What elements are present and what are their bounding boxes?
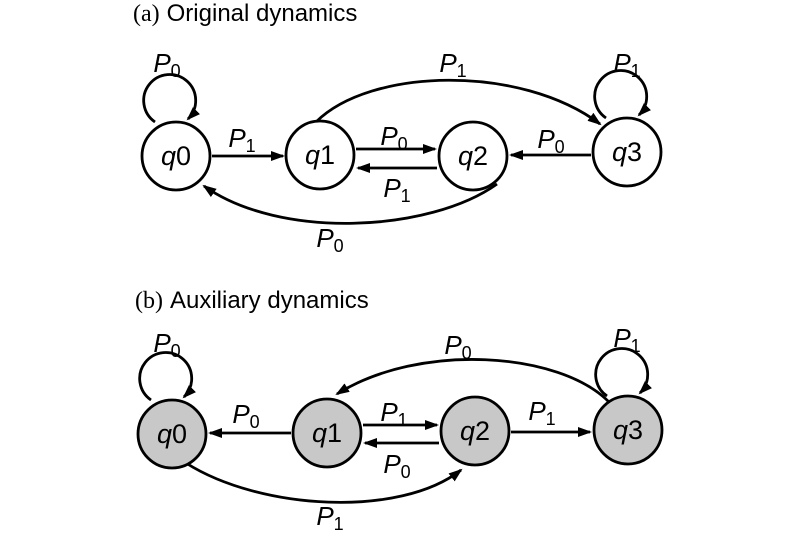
panel-a-title: (a) Original dynamics [133, 0, 357, 27]
edge-label-b-q0-self: P0 [153, 328, 180, 361]
panel-b-label: (b) [135, 288, 163, 314]
edge-label-b-q1-q0: P0 [232, 399, 259, 432]
state-node-b-q3 [592, 394, 664, 466]
edge-label-b-q3-self: P1 [613, 323, 640, 356]
state-node-a-q1 [284, 119, 356, 191]
transition-a-q2-to-q0-arc [202, 182, 498, 225]
state-label-a-q0: q0 [161, 141, 191, 171]
transition-b-q0-self-loop [138, 351, 197, 402]
transition-a-q0-self-loop [142, 73, 201, 124]
state-label-b-q0: q0 [157, 419, 187, 449]
state-node-a-q0 [140, 120, 212, 192]
transition-a-q1-to-q3-arc [315, 78, 602, 126]
edge-label-b-q2-q1: P0 [383, 449, 410, 482]
state-label-b-q2: q2 [460, 416, 490, 446]
transition-a-q3-self-loop [593, 69, 652, 120]
transition-b-q3-self-loop [594, 347, 653, 398]
transition-b-q0-to-q2-arc [185, 461, 463, 504]
state-label-a-q1: q1 [305, 140, 335, 170]
edge-label-b-q2-q3: P1 [528, 396, 555, 429]
state-label-a-q3: q3 [612, 137, 642, 167]
edge-label-b-q1-q2: P1 [380, 397, 407, 430]
edge-label-a-q0-self: P0 [153, 48, 180, 81]
panel-a-title-text: Original dynamics [167, 0, 358, 27]
edge-label-a-q2-q0: P0 [316, 223, 343, 256]
state-node-a-q2 [437, 120, 509, 192]
edge-label-b-q3-q1: P0 [444, 330, 471, 363]
state-label-b-q3: q3 [613, 415, 643, 445]
panel-b: (b)Auxiliary dynamics q0 q1 q2 q3 P0 P0 … [135, 287, 664, 534]
state-label-a-q2: q2 [458, 141, 488, 171]
panel-a-label: (a) [133, 1, 160, 27]
edge-label-a-q3-q2: P0 [537, 124, 564, 157]
edge-label-a-q3-self: P1 [613, 48, 640, 81]
edge-label-a-q1-q2: P0 [380, 121, 407, 154]
state-node-b-q1 [291, 397, 363, 469]
edge-label-b-q0-q2: P1 [316, 501, 343, 530]
edge-label-a-q1-q3: P1 [439, 48, 466, 81]
edge-label-a-q0-q1: P1 [228, 123, 255, 156]
panel-b-title-text: Auxiliary dynamics [170, 287, 369, 314]
state-node-b-q0 [136, 398, 208, 470]
panel-a: (a) Original dynamics q0 q1 q2 q3 P0 P1 P… [133, 0, 663, 256]
panel-b-title: (b) Auxiliary dynamics [135, 287, 369, 314]
transition-b-q3-to-q1-arc [335, 358, 610, 403]
state-label-b-q1: q1 [312, 418, 342, 448]
state-node-a-q3 [591, 116, 663, 188]
state-node-b-q2 [439, 395, 511, 467]
edge-label-a-q2-q1: P1 [383, 173, 410, 206]
